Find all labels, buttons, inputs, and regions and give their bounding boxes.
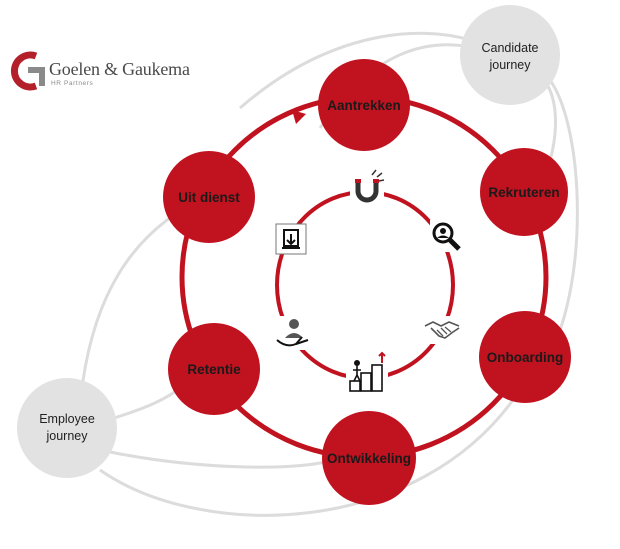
stage-label: Onboarding [487,350,564,365]
employee-journey: Employee journey [17,378,117,478]
magnet-icon [350,169,385,205]
employee-journey-line2: journey [46,429,89,443]
stage-rekruteren: Rekruteren [480,148,568,236]
ring-arrowhead [292,110,306,124]
handshake-icon [423,316,463,344]
stage-ontwikkeling: Ontwikkeling [322,411,416,505]
candidate-journey-line2: journey [489,58,532,72]
stage-uit-dienst: Uit dienst [163,151,255,243]
growth-steps-icon [346,351,388,393]
logo-subtitle: HR Partners [51,80,94,87]
employee-journey-line1: Employee [39,412,95,426]
inner-ring [275,190,455,380]
company-logo: Goelen & Gaukema HR Partners [2,42,190,104]
candidate-journey: Candidate journey [460,5,560,105]
stage-label: Uit dienst [178,190,240,205]
stage-retentie: Retentie [168,323,260,415]
exit-door-icon [275,223,307,255]
stage-aantrekken: Aantrekken [318,59,410,151]
stage-label: Ontwikkeling [327,451,411,466]
search-person-icon [430,220,462,252]
stage-label: Rekruteren [488,185,559,200]
hand-person-icon [274,316,312,350]
stage-label: Retentie [187,362,241,377]
candidate-journey-line1: Candidate [482,41,539,55]
stage-label: Aantrekken [327,98,401,113]
logo-name: Goelen & Gaukema [49,59,190,79]
stage-onboarding: Onboarding [479,311,571,403]
logo-mark [11,51,45,91]
